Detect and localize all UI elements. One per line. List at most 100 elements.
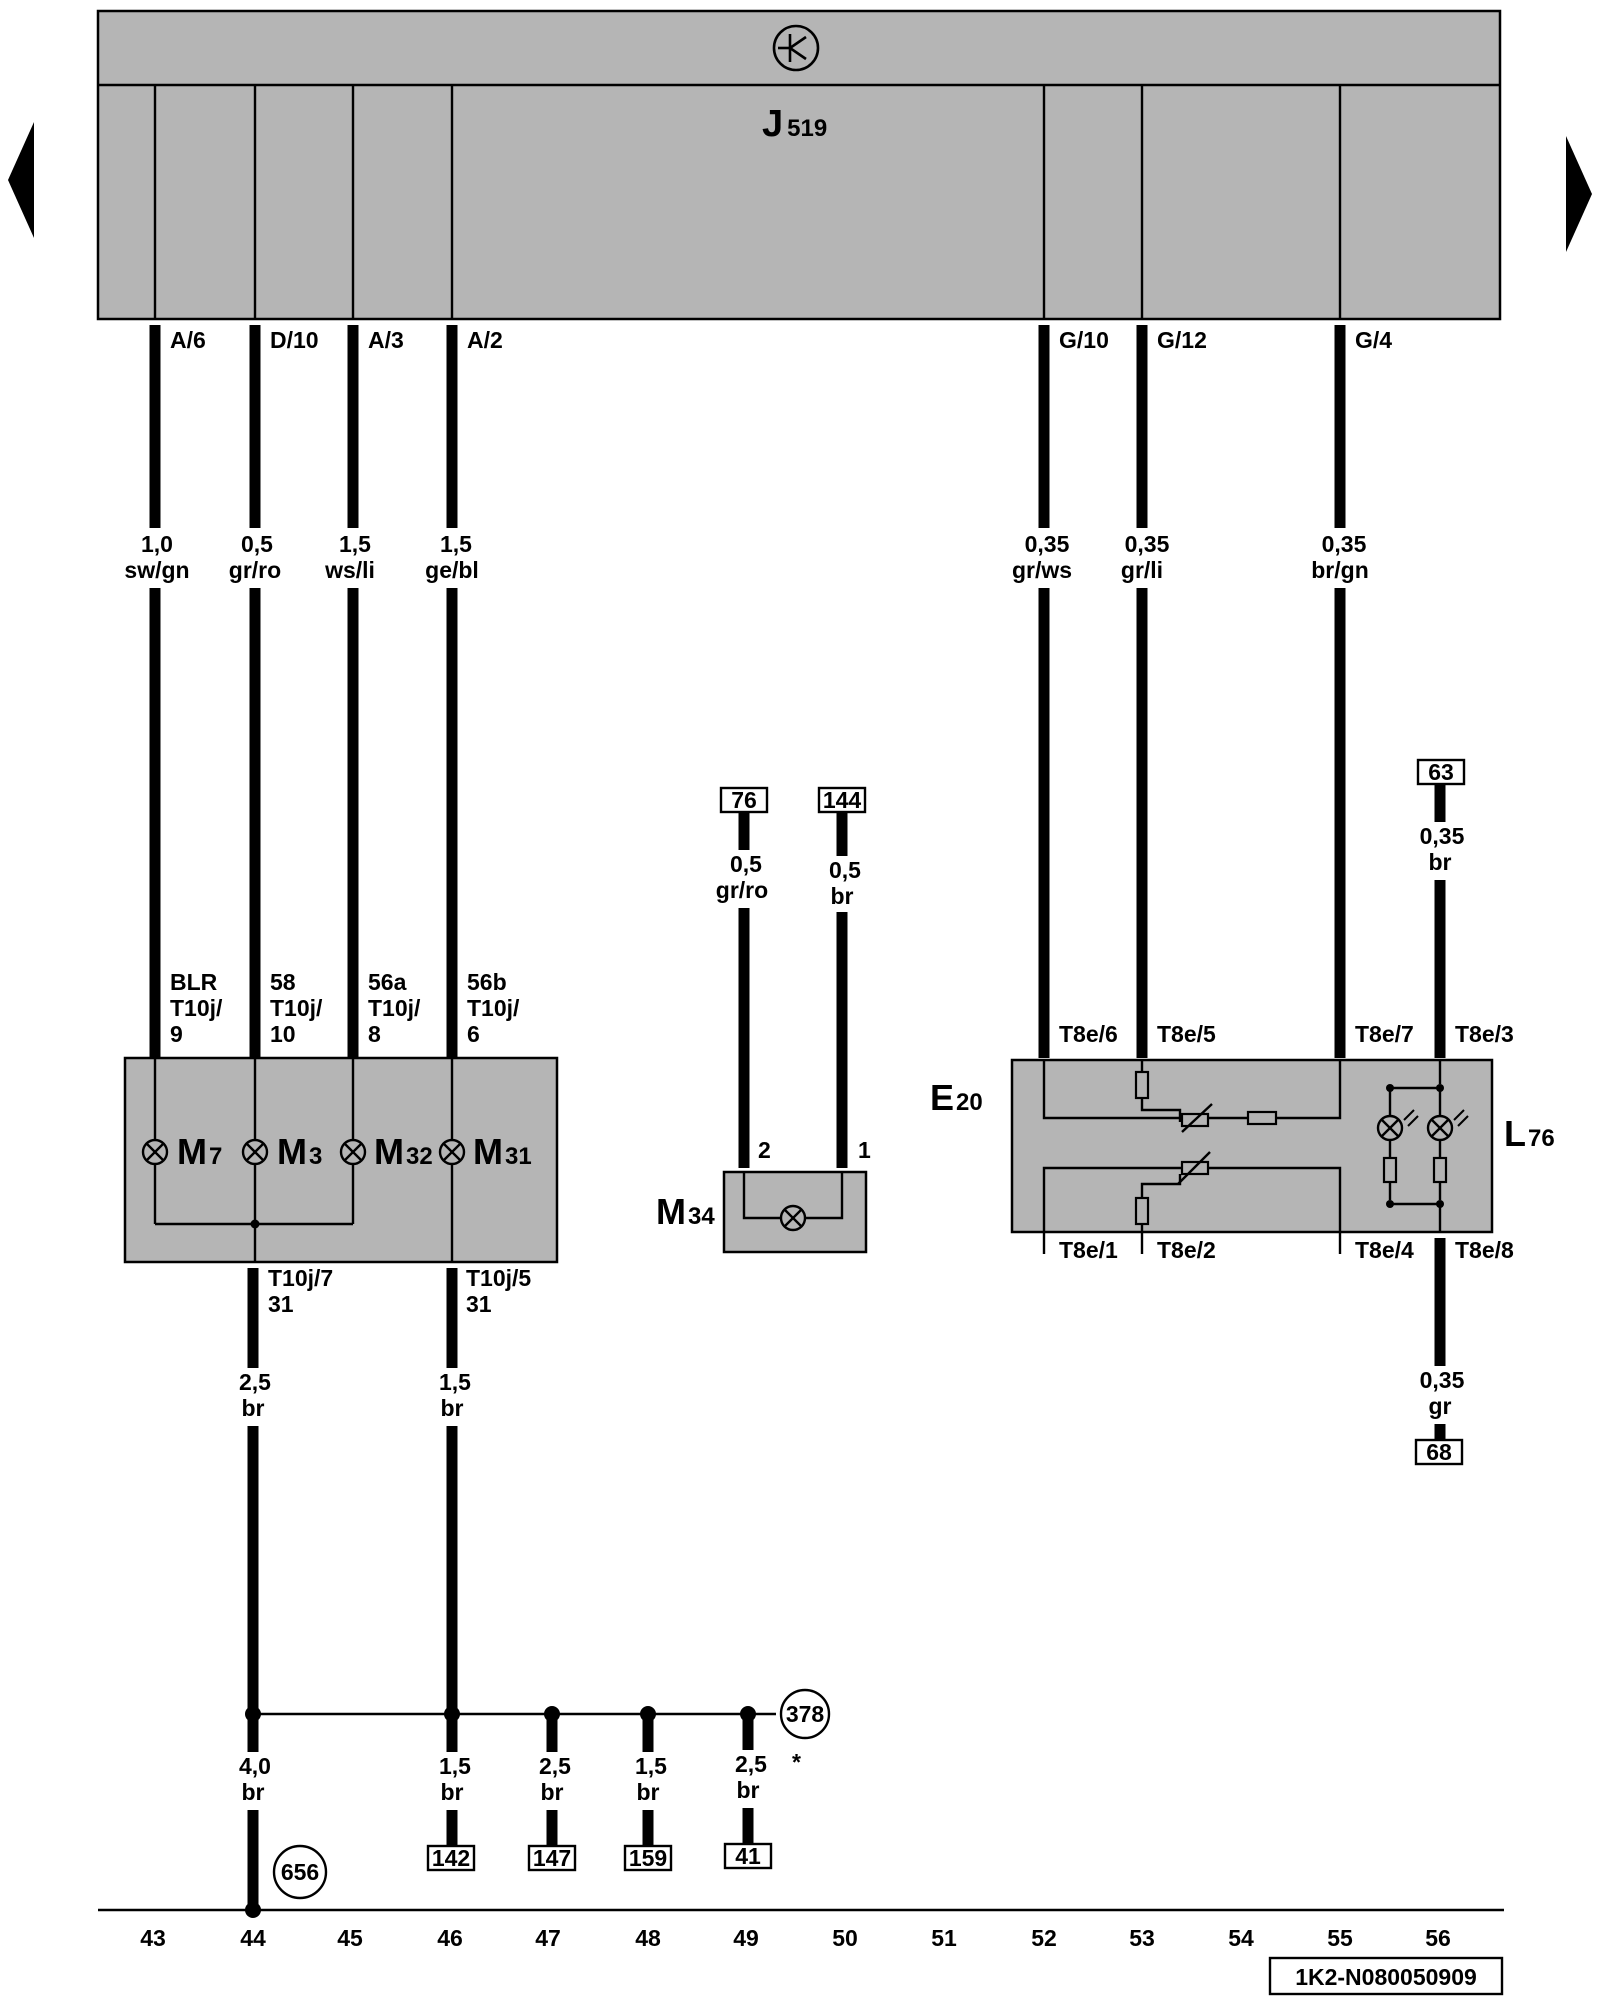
lamp-ground2-term: 31 — [466, 1291, 492, 1317]
e20-pin-bottom3: T8e/4 — [1355, 1237, 1414, 1263]
wire6-color: gr/li — [1121, 557, 1163, 583]
cu-pin-g4: G/4 — [1355, 327, 1392, 353]
m34-pin1: 1 — [858, 1137, 871, 1163]
branch4-ref: 41 — [735, 1843, 761, 1869]
lamp-ground1-pin: T10j/7 — [268, 1265, 333, 1291]
track-54: 54 — [1228, 1925, 1254, 1951]
lamp-ground2-color: br — [441, 1395, 464, 1421]
track-numbers: 43 44 45 46 47 48 49 50 51 52 53 54 55 5… — [140, 1925, 1451, 1951]
lamp-conn4-c: 6 — [467, 1021, 480, 1047]
cu-pin-a2: A/2 — [467, 327, 503, 353]
track-46: 46 — [437, 1925, 463, 1951]
lamp-ground1-color: br — [242, 1395, 265, 1421]
lamp-m34-icon — [779, 1204, 807, 1232]
m34-wire-b-size: 0,5 — [829, 857, 861, 883]
branch1-ref: 142 — [432, 1845, 470, 1871]
e20-pin-top4: T8e/3 — [1455, 1021, 1514, 1047]
e20-pin-top3: T8e/7 — [1355, 1021, 1414, 1047]
lamp-conn3-b: T10j/ — [368, 995, 421, 1021]
ground-bus-ref: 378 — [786, 1701, 825, 1727]
branch3-ref: 159 — [629, 1845, 667, 1871]
wire4-size: 1,5 — [440, 531, 472, 557]
ref-68: 68 — [1426, 1439, 1452, 1465]
m34-wire-b-color: br — [831, 883, 854, 909]
lamp-conn4-b: T10j/ — [467, 995, 520, 1021]
lamp-l76-right-icon — [1426, 1109, 1469, 1142]
cu-pin-a6: A/6 — [170, 327, 206, 353]
track-44: 44 — [240, 1925, 266, 1951]
next-page-arrow-icon[interactable] — [1566, 136, 1592, 252]
lamp-m31-label: M31 — [473, 1131, 532, 1172]
e20-pin-top1: T8e/6 — [1059, 1021, 1118, 1047]
lamp-ground2-pin: T10j/5 — [466, 1265, 531, 1291]
lamp-connector-labels: BLR T10j/ 9 58 T10j/ 10 56a T10j/ 8 56b … — [170, 969, 520, 1047]
wire2-color: gr/ro — [229, 557, 281, 583]
lamp-ground1-term: 31 — [268, 1291, 294, 1317]
branch4-color: br — [737, 1777, 760, 1803]
diagram-id: 1K2-N080050909 — [1295, 1964, 1477, 1990]
e20-pin-bottom2: T8e/2 — [1157, 1237, 1216, 1263]
wire2-size: 0,5 — [241, 531, 273, 557]
component-e20-l76: T8e/6 T8e/5 T8e/7 T8e/3 — [930, 1021, 1555, 1263]
lamp-m31-icon — [438, 1138, 466, 1166]
e20-pin-bottom4: T8e/8 — [1455, 1237, 1514, 1263]
lamp-conn1-c: 9 — [170, 1021, 183, 1047]
track-49: 49 — [733, 1925, 759, 1951]
lamp-m7-label: M7 — [177, 1131, 222, 1172]
lamp-m3-icon — [241, 1138, 269, 1166]
transistor-symbol-icon — [772, 24, 820, 72]
track-43: 43 — [140, 1925, 166, 1951]
lamp-conn3-a: 56a — [368, 969, 407, 995]
lamp-ground1-size: 2,5 — [239, 1369, 271, 1395]
branch2-size: 2,5 — [539, 1753, 571, 1779]
track-45: 45 — [337, 1925, 363, 1951]
lamp-l76-left-icon — [1376, 1109, 1419, 1142]
ground-bus: 378 * 4,0 br 656 1,5 br 2,5 br 1,5 br 2,… — [216, 1688, 831, 1918]
track-55: 55 — [1327, 1925, 1353, 1951]
wire1-color: sw/gn — [124, 557, 189, 583]
wire7-size: 0,35 — [1322, 531, 1367, 557]
branch3-color: br — [637, 1779, 660, 1805]
track-56: 56 — [1425, 1925, 1451, 1951]
m34-pin2: 2 — [758, 1137, 771, 1163]
wire6-size: 0,35 — [1125, 531, 1170, 557]
ref-68-wire-size: 0,35 — [1420, 1367, 1465, 1393]
wire7-color: br/gn — [1311, 557, 1369, 583]
m34-wire-a-color: gr/ro — [716, 877, 768, 903]
lamp-m3-label: M3 — [277, 1131, 322, 1172]
lamp-m7-icon — [141, 1138, 169, 1166]
previous-page-arrow-icon[interactable] — [8, 122, 34, 238]
m34-wire-a-size: 0,5 — [730, 851, 762, 877]
m34-ref-a: 76 — [731, 787, 757, 813]
track-48: 48 — [635, 1925, 661, 1951]
branch3-size: 1,5 — [635, 1753, 667, 1779]
track-53: 53 — [1129, 1925, 1155, 1951]
lamp-conn3-c: 8 — [368, 1021, 381, 1047]
ref-63-wire-size: 0,35 — [1420, 823, 1465, 849]
e20-label: E20 — [930, 1077, 983, 1118]
wire4-color: ge/bl — [425, 557, 479, 583]
lamp-conn1-b: T10j/ — [170, 995, 223, 1021]
branch4-size: 2,5 — [735, 1751, 767, 1777]
main-ground-color: br — [242, 1779, 265, 1805]
top-wire-labels: 1,0 sw/gn 0,5 gr/ro 1,5 ws/li 1,5 ge/bl … — [120, 528, 1380, 588]
branch2-color: br — [541, 1779, 564, 1805]
wire3-color: ws/li — [324, 557, 375, 583]
ref-63-wire-color: br — [1429, 849, 1452, 875]
cu-internal-lines — [153, 85, 1342, 319]
track-47: 47 — [535, 1925, 561, 1951]
lamp-unit-box: M7 M3 M32 M31 — [123, 1056, 559, 1264]
m34-ref-b: 144 — [823, 787, 862, 813]
track-50: 50 — [832, 1925, 858, 1951]
wire5-size: 0,35 — [1025, 531, 1070, 557]
lamp-conn2-c: 10 — [270, 1021, 296, 1047]
ref-68-wire-color: gr — [1429, 1393, 1452, 1419]
track-51: 51 — [931, 1925, 957, 1951]
lamp-conn4-a: 56b — [467, 969, 507, 995]
ref-63: 63 — [1428, 759, 1454, 785]
e20-pin-bottom1: T8e/1 — [1059, 1237, 1118, 1263]
main-ground-size: 4,0 — [239, 1753, 271, 1779]
